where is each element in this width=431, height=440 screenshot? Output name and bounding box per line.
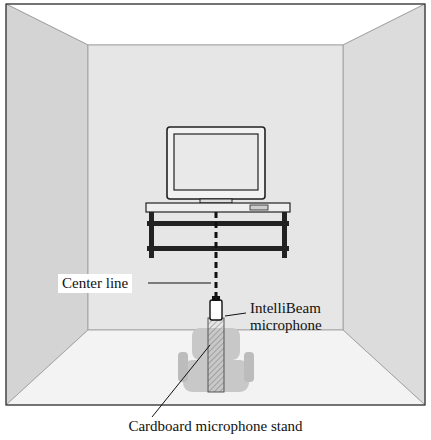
microphone-label: IntelliBeam microphone [250,300,345,334]
stand-label: Cardboard microphone stand [0,418,431,435]
center-line-label: Center line [58,274,132,293]
